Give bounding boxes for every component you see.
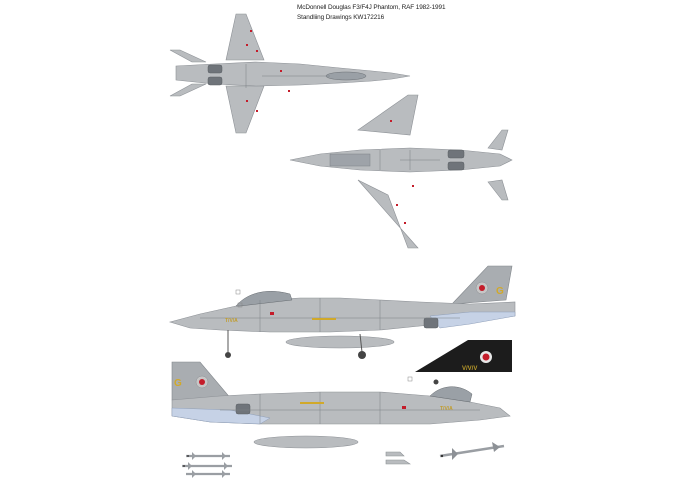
detail-callout-icon bbox=[235, 289, 241, 295]
side-view-port-nozzle bbox=[423, 317, 439, 329]
detail-callout-icon bbox=[237, 302, 243, 308]
tail-detail-watermark: V/V/V bbox=[462, 366, 477, 372]
tail-detail-black-shape bbox=[415, 340, 512, 372]
missile-sidewinder bbox=[182, 462, 232, 470]
lower-view-wing-lower bbox=[357, 179, 419, 249]
tail-detail-black: V/V/V bbox=[415, 340, 512, 385]
top-view-upper-wing-right bbox=[225, 85, 265, 134]
missile-sidewinder bbox=[186, 470, 230, 478]
detail-callout-icon bbox=[407, 376, 413, 382]
top-view-lower bbox=[289, 94, 513, 249]
top-view-upper-nozzle bbox=[207, 76, 223, 86]
side-view-starboard-nozzle bbox=[235, 403, 251, 415]
pylon-detail bbox=[385, 459, 411, 465]
side-view-port-fuel-tank bbox=[285, 335, 395, 349]
lower-view-wing-upper bbox=[357, 94, 419, 136]
pylon-detail bbox=[385, 451, 405, 457]
lower-view-nozzle bbox=[447, 149, 465, 159]
side-view-port-nose-marking: T/V/A bbox=[225, 318, 238, 324]
missile-sparrow bbox=[439, 442, 505, 460]
side-view-starboard: G T/V/A bbox=[171, 361, 511, 449]
side-view-starboard-fuel-tank bbox=[253, 435, 359, 449]
caption-block: McDonnell Douglas F3/F4J Phantom, RAF 19… bbox=[297, 3, 446, 22]
caption-title: McDonnell Douglas F3/F4J Phantom, RAF 19… bbox=[297, 4, 446, 11]
side-view-starboard-fin-code: G bbox=[174, 378, 182, 389]
side-view-port-underside bbox=[429, 311, 516, 329]
top-view-upper-canopy bbox=[325, 71, 367, 81]
lower-view-nozzle bbox=[447, 161, 465, 171]
top-view-upper-wing-left bbox=[225, 13, 265, 61]
side-view-starboard-canopy bbox=[429, 386, 473, 403]
side-view-port-fin-code: G bbox=[496, 286, 504, 297]
caption-subtitle: Standliing Drawings KW172216 bbox=[297, 13, 385, 21]
top-view-upper bbox=[169, 13, 411, 134]
lower-view-tailplane-lower bbox=[487, 179, 509, 201]
stores-detail bbox=[182, 442, 505, 478]
lower-view-tailplane-upper bbox=[487, 129, 509, 151]
top-view-upper-nozzle bbox=[207, 64, 223, 74]
missile-sidewinder bbox=[186, 452, 230, 460]
side-view-port: G T/V/A bbox=[168, 265, 516, 359]
side-view-starboard-nose-marking: T/V/A bbox=[440, 406, 453, 412]
side-view-port-main-gear bbox=[359, 333, 363, 353]
top-view-upper-tailplane-right bbox=[169, 83, 207, 97]
lower-view-fuel-tank bbox=[329, 153, 371, 167]
top-view-upper-tailplane-left bbox=[169, 49, 207, 63]
side-view-port-canopy bbox=[235, 291, 293, 307]
